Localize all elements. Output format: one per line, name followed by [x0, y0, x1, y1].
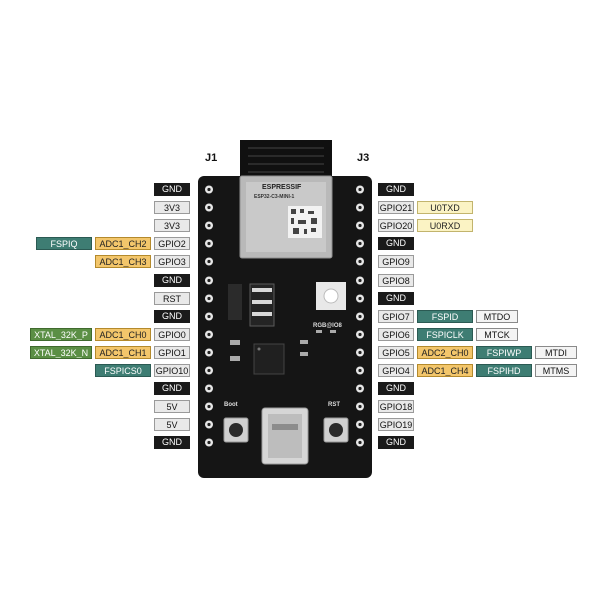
left-header-pin-hole	[207, 278, 211, 283]
right-header-pin-hole	[358, 205, 362, 210]
header-j1-label: J1	[205, 152, 218, 164]
pin-label-right-9-1: ADC2_CH0	[417, 346, 473, 359]
left-header-pin-hole	[207, 404, 211, 409]
right-header-pin-hole	[358, 422, 362, 427]
pin-label-right-4-0: GPIO9	[378, 255, 414, 268]
pin-label-right-13-0: GPIO19	[378, 418, 414, 431]
right-header-pin-hole	[358, 241, 362, 246]
pin-label-left-4-1: GPIO3	[154, 255, 190, 268]
pin-label-right-10-1: ADC1_CH4	[417, 364, 473, 377]
left-header-pin-hole	[207, 314, 211, 319]
pin-label-right-9-2: FSPIWP	[476, 346, 532, 359]
right-header-pin-hole	[358, 314, 362, 319]
pin-label-left-8-2: GPIO0	[154, 328, 190, 341]
pin-label-right-1-0: GPIO21	[378, 201, 414, 214]
left-header-pin-hole	[207, 296, 211, 301]
pin-label-right-6-0: GND	[378, 292, 414, 305]
boot-label: Boot	[224, 402, 238, 408]
pin-label-right-2-0: GPIO20	[378, 219, 414, 232]
rgb-led-label: RGB@IO8	[313, 323, 342, 329]
pin-label-right-7-1: FSPID	[417, 310, 473, 323]
pin-label-right-10-0: GPIO4	[378, 364, 414, 377]
pin-label-left-8-0: XTAL_32K_P	[30, 328, 92, 341]
pin-label-left-9-1: ADC1_CH1	[95, 346, 151, 359]
pin-label-right-11-0: GND	[378, 382, 414, 395]
left-header-pin-hole	[207, 187, 211, 192]
pin-label-right-8-2: MTCK	[476, 328, 518, 341]
pin-label-left-4-0: ADC1_CH3	[95, 255, 151, 268]
pin-label-right-9-3: MTDI	[535, 346, 577, 359]
pin-label-left-6-0: RST	[154, 292, 190, 305]
module-chip-text: ESP32-C3-MINI-1	[254, 194, 295, 200]
pin-label-left-13-0: 5V	[154, 418, 190, 431]
pin-label-left-8-1: ADC1_CH0	[95, 328, 151, 341]
pin-label-left-3-2: GPIO2	[154, 237, 190, 250]
right-header-pin-hole	[358, 259, 362, 264]
pin-label-right-7-0: GPIO7	[378, 310, 414, 323]
pin-label-right-14-0: GND	[378, 436, 414, 449]
pin-label-left-11-0: GND	[154, 382, 190, 395]
left-header-pin-hole	[207, 422, 211, 427]
pin-label-right-5-0: GPIO8	[378, 274, 414, 287]
left-header-pin-hole	[207, 440, 211, 445]
pin-label-left-14-0: GND	[154, 436, 190, 449]
pin-label-right-2-1: U0RXD	[417, 219, 473, 232]
right-header-pin-hole	[358, 296, 362, 301]
left-header-pin-hole	[207, 350, 211, 355]
right-header-pin-hole	[358, 332, 362, 337]
pin-label-left-1-0: 3V3	[154, 201, 190, 214]
pin-label-right-9-0: GPIO5	[378, 346, 414, 359]
right-header-pin-hole	[358, 440, 362, 445]
left-header-pin-hole	[207, 259, 211, 264]
pin-label-right-8-0: GPIO6	[378, 328, 414, 341]
pin-label-left-3-0: FSPIQ	[36, 237, 92, 250]
module-brand-text: ESPRESSIF	[262, 184, 302, 191]
left-header-pin-hole	[207, 368, 211, 373]
pin-label-right-0-0: GND	[378, 183, 414, 196]
pin-label-left-2-0: 3V3	[154, 219, 190, 232]
pin-label-right-7-2: MTDO	[476, 310, 518, 323]
pin-label-left-7-0: GND	[154, 310, 190, 323]
right-header-pin-hole	[358, 404, 362, 409]
left-header-pin-hole	[207, 205, 211, 210]
right-header-pin-hole	[358, 350, 362, 355]
pin-label-right-10-3: MTMS	[535, 364, 577, 377]
pin-label-left-10-1: GPIO10	[154, 364, 190, 377]
pin-label-left-10-0: FSPICS0	[95, 364, 151, 377]
pin-label-right-10-2: FSPIHD	[476, 364, 532, 377]
right-header-pin-hole	[358, 187, 362, 192]
pin-label-left-3-1: ADC1_CH2	[95, 237, 151, 250]
rst-label: RST	[328, 402, 340, 408]
left-header-pin-hole	[207, 241, 211, 246]
left-header-pin-hole	[207, 386, 211, 391]
left-header-pin-hole	[207, 223, 211, 228]
pin-label-left-0-0: GND	[154, 183, 190, 196]
left-header-pin-hole	[207, 332, 211, 337]
pin-label-right-12-0: GPIO18	[378, 400, 414, 413]
pin-label-right-3-0: GND	[378, 237, 414, 250]
pin-label-right-1-1: U0TXD	[417, 201, 473, 214]
header-j3-label: J3	[357, 152, 370, 164]
pin-label-left-9-2: GPIO1	[154, 346, 190, 359]
right-header-pin-hole	[358, 386, 362, 391]
right-header-pin-hole	[358, 278, 362, 283]
pin-label-left-12-0: 5V	[154, 400, 190, 413]
pin-label-right-8-1: FSPICLK	[417, 328, 473, 341]
right-header-pin-hole	[358, 223, 362, 228]
pin-label-left-5-0: GND	[154, 274, 190, 287]
pin-label-left-9-0: XTAL_32K_N	[30, 346, 92, 359]
right-header-pin-hole	[358, 368, 362, 373]
